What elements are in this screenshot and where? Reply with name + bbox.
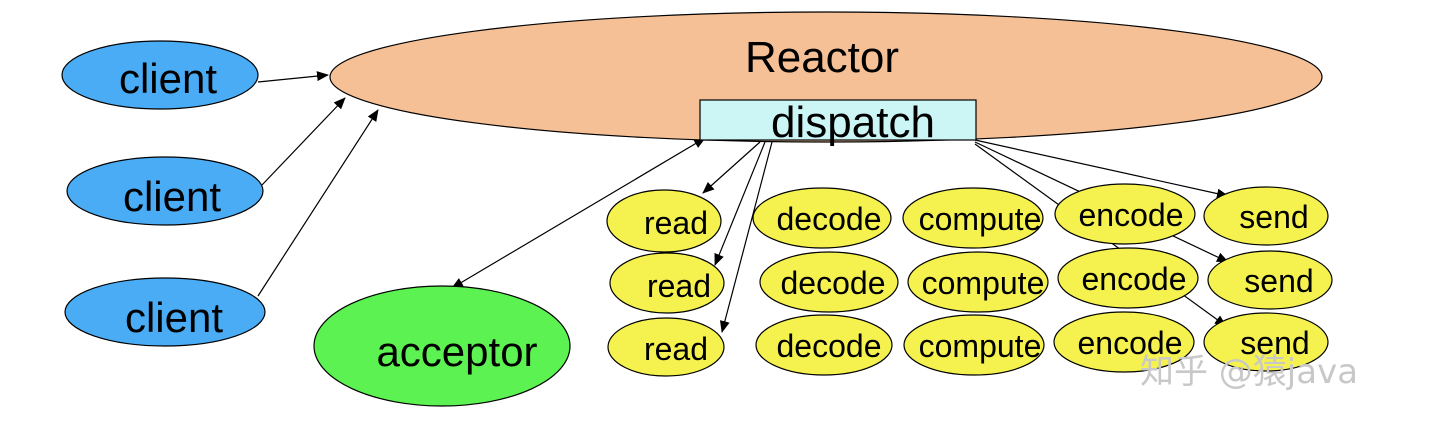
reactor-ellipse [329, 11, 1323, 143]
task-ellipse [606, 189, 722, 253]
task-row-2: read decode compute encode send [609, 247, 1333, 314]
task-label: read [644, 331, 708, 367]
client-node-1: client [61, 40, 259, 110]
decode-stage: decode [752, 187, 892, 249]
client-node-2: client [66, 156, 264, 226]
decode-stage: decode [759, 251, 899, 313]
task-label: send [1240, 325, 1309, 361]
decode-stage: decode [755, 314, 893, 376]
compute-stage: compute [907, 251, 1049, 313]
acceptor-node: acceptor [313, 285, 571, 407]
arrow-dispatch-to-row-3-read [719, 141, 773, 333]
arrow-client-2-to-reactor [261, 97, 346, 186]
dispatch-node: dispatch [699, 98, 977, 147]
arrow-dispatch-to-acceptor [451, 137, 706, 289]
arrow-client-3-to-reactor [257, 109, 379, 297]
task-ellipse [755, 314, 893, 376]
task-ellipse [1057, 247, 1199, 309]
arrow-dispatch-to-row-1-read [702, 141, 761, 194]
task-label: compute [919, 328, 1042, 364]
reactor-label: Reactor [745, 33, 899, 82]
reactor-node: Reactor [329, 11, 1323, 143]
task-label: compute [919, 201, 1042, 237]
task-ellipse [1203, 312, 1329, 372]
task-label: decode [777, 328, 882, 364]
task-label: decode [777, 201, 882, 237]
task-label: read [647, 268, 711, 304]
encode-stage: encode [1053, 311, 1195, 373]
encode-stage: encode [1054, 183, 1196, 245]
task-label: encode [1082, 261, 1187, 297]
acceptor-ellipse [313, 285, 571, 407]
task-label: encode [1079, 197, 1184, 233]
dispatch-box [699, 99, 977, 141]
task-ellipse [607, 317, 725, 377]
dispatch-label: dispatch [771, 98, 935, 147]
client-ellipse [64, 277, 266, 347]
read-stage: read [607, 317, 725, 377]
task-row-1: read decode compute encode send [606, 183, 1329, 253]
task-ellipse [1054, 183, 1196, 245]
task-ellipse [759, 251, 899, 313]
arrow-dispatch-to-row-2-read [714, 141, 766, 266]
client-ellipse [66, 156, 264, 226]
read-stage: read [606, 189, 722, 253]
compute-stage: compute [902, 187, 1044, 249]
client-label: client [123, 173, 221, 220]
task-label: decode [781, 265, 886, 301]
task-ellipse [907, 251, 1049, 313]
acceptor-label: acceptor [376, 328, 537, 375]
task-label: read [644, 205, 708, 241]
task-label: send [1239, 199, 1308, 235]
client-node-3: client [64, 277, 266, 347]
task-label: send [1244, 263, 1313, 299]
watermark-text: 知乎 @猿java [1140, 352, 1358, 392]
send-stage: send [1203, 186, 1329, 246]
task-ellipse [1203, 186, 1329, 246]
task-ellipse [1207, 250, 1333, 310]
task-ellipse [1053, 311, 1195, 373]
encode-stage: encode [1057, 247, 1199, 309]
task-ellipse [752, 187, 892, 249]
client-ellipse [61, 40, 259, 110]
task-label: compute [922, 265, 1045, 301]
send-stage: send [1207, 250, 1333, 310]
arrow-client-1-to-reactor [257, 71, 329, 83]
arrow-dispatch-to-row-1-send [974, 139, 1229, 199]
send-stage: send [1203, 312, 1329, 372]
client-label: client [119, 55, 217, 102]
task-label: encode [1078, 325, 1183, 361]
task-ellipse [902, 187, 1044, 249]
compute-stage: compute [903, 314, 1045, 376]
task-row-3: read decode compute encode send [607, 311, 1329, 377]
task-ellipse [903, 314, 1045, 376]
task-ellipse [609, 252, 725, 314]
client-label: client [125, 294, 223, 341]
read-stage: read [609, 252, 725, 314]
